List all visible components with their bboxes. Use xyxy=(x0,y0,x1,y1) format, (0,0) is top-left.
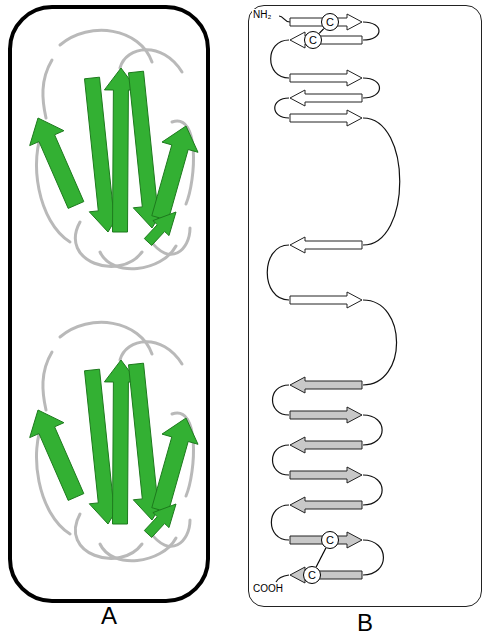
loop-line xyxy=(363,300,397,385)
panel-frame: A xyxy=(8,5,210,603)
beta-strand xyxy=(152,418,198,512)
strand-arrow xyxy=(290,567,362,583)
strand-arrow xyxy=(290,110,362,126)
cysteine-circle: C xyxy=(321,13,339,31)
beta-strand xyxy=(144,212,176,245)
residue-letter: C xyxy=(326,16,334,28)
beta-strand xyxy=(152,126,198,220)
beta-strand xyxy=(30,118,84,208)
panel-label: A xyxy=(12,602,206,630)
residue-letter: C xyxy=(308,569,316,581)
strand-arrow xyxy=(290,90,362,106)
strand-arrow xyxy=(290,437,362,453)
strand-arrow xyxy=(290,497,362,513)
strand-arrow xyxy=(290,237,362,253)
topology-diagram xyxy=(267,14,400,583)
beta-strand xyxy=(30,410,84,500)
loop-line xyxy=(271,505,289,540)
beta-strand xyxy=(144,504,176,537)
strand-arrow xyxy=(290,14,362,30)
loop-line xyxy=(275,98,289,118)
terminus-label: NH₂ xyxy=(252,9,272,21)
strand-arrow xyxy=(290,32,362,48)
strand-arrow xyxy=(290,292,362,308)
disulfide-bond xyxy=(316,548,326,567)
protein-ribbon xyxy=(30,30,198,268)
c-terminus-line xyxy=(276,575,289,582)
strand-arrow xyxy=(290,407,362,423)
cysteine-circle: C xyxy=(304,31,322,49)
protein-ribbon xyxy=(30,322,198,560)
strand-arrow xyxy=(290,467,362,483)
loop-line xyxy=(363,415,382,445)
residue-letter: C xyxy=(326,534,334,546)
residue-letter: C xyxy=(309,34,317,46)
strand-arrow xyxy=(290,70,362,86)
terminus-label: COOH xyxy=(252,583,284,595)
loop-line xyxy=(363,540,383,575)
disulfide-bond xyxy=(319,29,324,34)
loop-line xyxy=(267,245,289,300)
loop-line xyxy=(273,385,290,415)
loop-line xyxy=(363,22,379,40)
cysteine-circle: C xyxy=(321,531,339,549)
loop-line xyxy=(363,118,400,245)
strand-arrow xyxy=(290,377,362,393)
loop-line xyxy=(271,40,289,78)
loop-line xyxy=(273,445,290,475)
panel-label: B xyxy=(249,609,481,637)
n-terminus-line xyxy=(279,16,290,22)
loop-line xyxy=(363,475,382,505)
cysteine-circle: C xyxy=(303,566,321,584)
panel-frame: BCCCC xyxy=(248,5,482,607)
strand-arrow xyxy=(290,532,362,548)
loop-line xyxy=(363,78,380,98)
